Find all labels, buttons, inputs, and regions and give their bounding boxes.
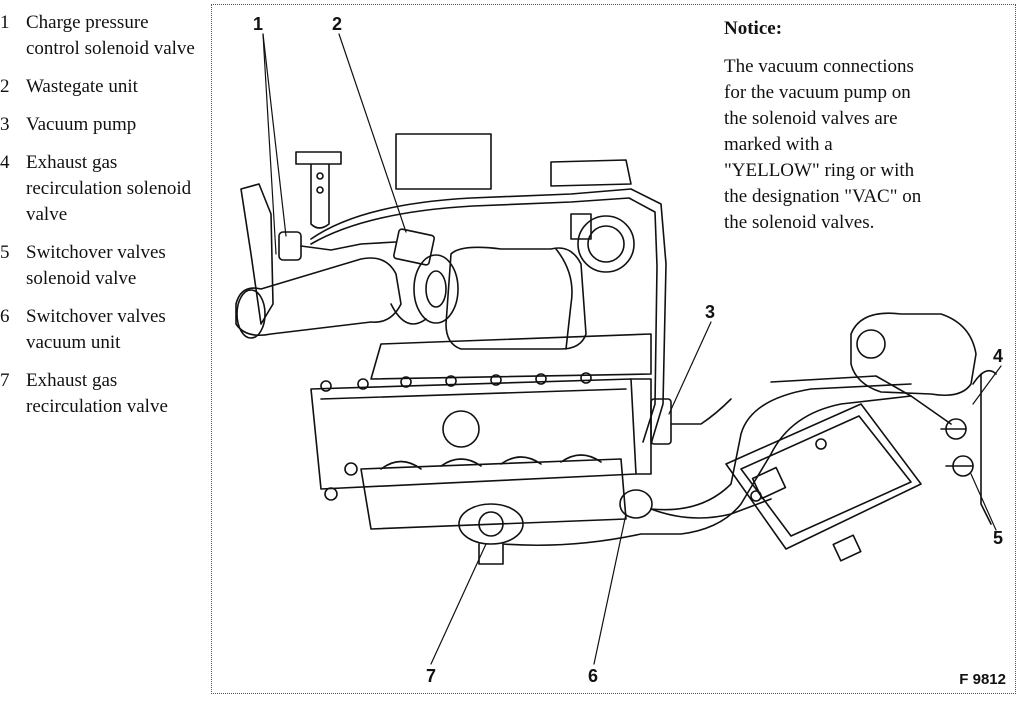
bracket-plate bbox=[240, 183, 274, 325]
callout-3: 3 bbox=[705, 302, 716, 322]
legend-number: 3 bbox=[0, 114, 10, 135]
battery-box bbox=[725, 403, 922, 550]
coolant-reservoir bbox=[850, 312, 977, 397]
legend-text: Exhaust gas recirculation valve bbox=[26, 370, 168, 417]
legend-number: 4 bbox=[0, 152, 10, 173]
solenoid-valve-1 bbox=[278, 231, 302, 261]
legend-text: Charge pressure control solenoid valve bbox=[26, 12, 195, 59]
legend-text: Wastegate unit bbox=[26, 76, 138, 97]
wastegate-unit bbox=[393, 228, 435, 266]
callout-5: 5 bbox=[993, 528, 1004, 548]
turbo-housing bbox=[413, 254, 459, 324]
notice-text: The vacuum connections for the vacuum pu… bbox=[724, 56, 922, 233]
legend-item-4: 4 Exhaust gas recirculation solenoid val… bbox=[0, 150, 205, 228]
cylinder-head bbox=[310, 378, 637, 490]
legend-item-1: 1 Charge pressure control solenoid valve bbox=[0, 10, 205, 62]
intake-plenum bbox=[445, 246, 587, 350]
notice-box: Notice: The vacuum connections for the v… bbox=[724, 16, 924, 236]
legend-item-2: 2 Wastegate unit bbox=[0, 74, 205, 100]
legend-number: 5 bbox=[0, 242, 10, 263]
legend-item-6: 6 Switchover valves vacuum unit bbox=[0, 304, 205, 356]
support-post bbox=[295, 151, 342, 229]
intake-pipe bbox=[235, 257, 402, 337]
legend-item-3: 3 Vacuum pump bbox=[0, 112, 205, 138]
callout-1: 1 bbox=[253, 14, 264, 34]
notice-title: Notice: bbox=[724, 18, 783, 39]
callout-2: 2 bbox=[332, 14, 343, 34]
legend-item-5: 5 Switchover valves solenoid valve bbox=[0, 240, 205, 292]
callout-7: 7 bbox=[426, 666, 437, 686]
callout-6: 6 bbox=[588, 666, 599, 686]
legend-number: 7 bbox=[0, 370, 10, 391]
legend-text: Switchover valves solenoid valve bbox=[26, 242, 166, 289]
intake-pipe-end bbox=[236, 289, 266, 339]
vacuum-pump-top bbox=[577, 215, 635, 273]
legend-text: Vacuum pump bbox=[26, 114, 137, 135]
legend-number: 6 bbox=[0, 306, 10, 327]
legend-number: 1 bbox=[0, 12, 10, 33]
exhaust-manifold bbox=[360, 458, 627, 530]
vacuum-pump bbox=[650, 398, 672, 445]
egr-valve bbox=[458, 503, 524, 545]
switchover-vacuum-unit bbox=[619, 489, 653, 519]
legend-text: Switchover valves vacuum unit bbox=[26, 306, 166, 353]
leader-lines bbox=[262, 33, 1002, 665]
legend-item-7: 7 Exhaust gas recirculation valve bbox=[0, 368, 205, 420]
legend-number: 2 bbox=[0, 76, 10, 97]
callout-4: 4 bbox=[993, 346, 1004, 366]
engine-vacuum-diagram bbox=[235, 33, 1002, 665]
component-legend: 1 Charge pressure control solenoid valve… bbox=[0, 10, 205, 432]
legend-text: Exhaust gas recirculation solenoid valve bbox=[26, 152, 192, 225]
figure-id: F 9812 bbox=[959, 671, 1006, 688]
figure-frame bbox=[211, 4, 1016, 694]
